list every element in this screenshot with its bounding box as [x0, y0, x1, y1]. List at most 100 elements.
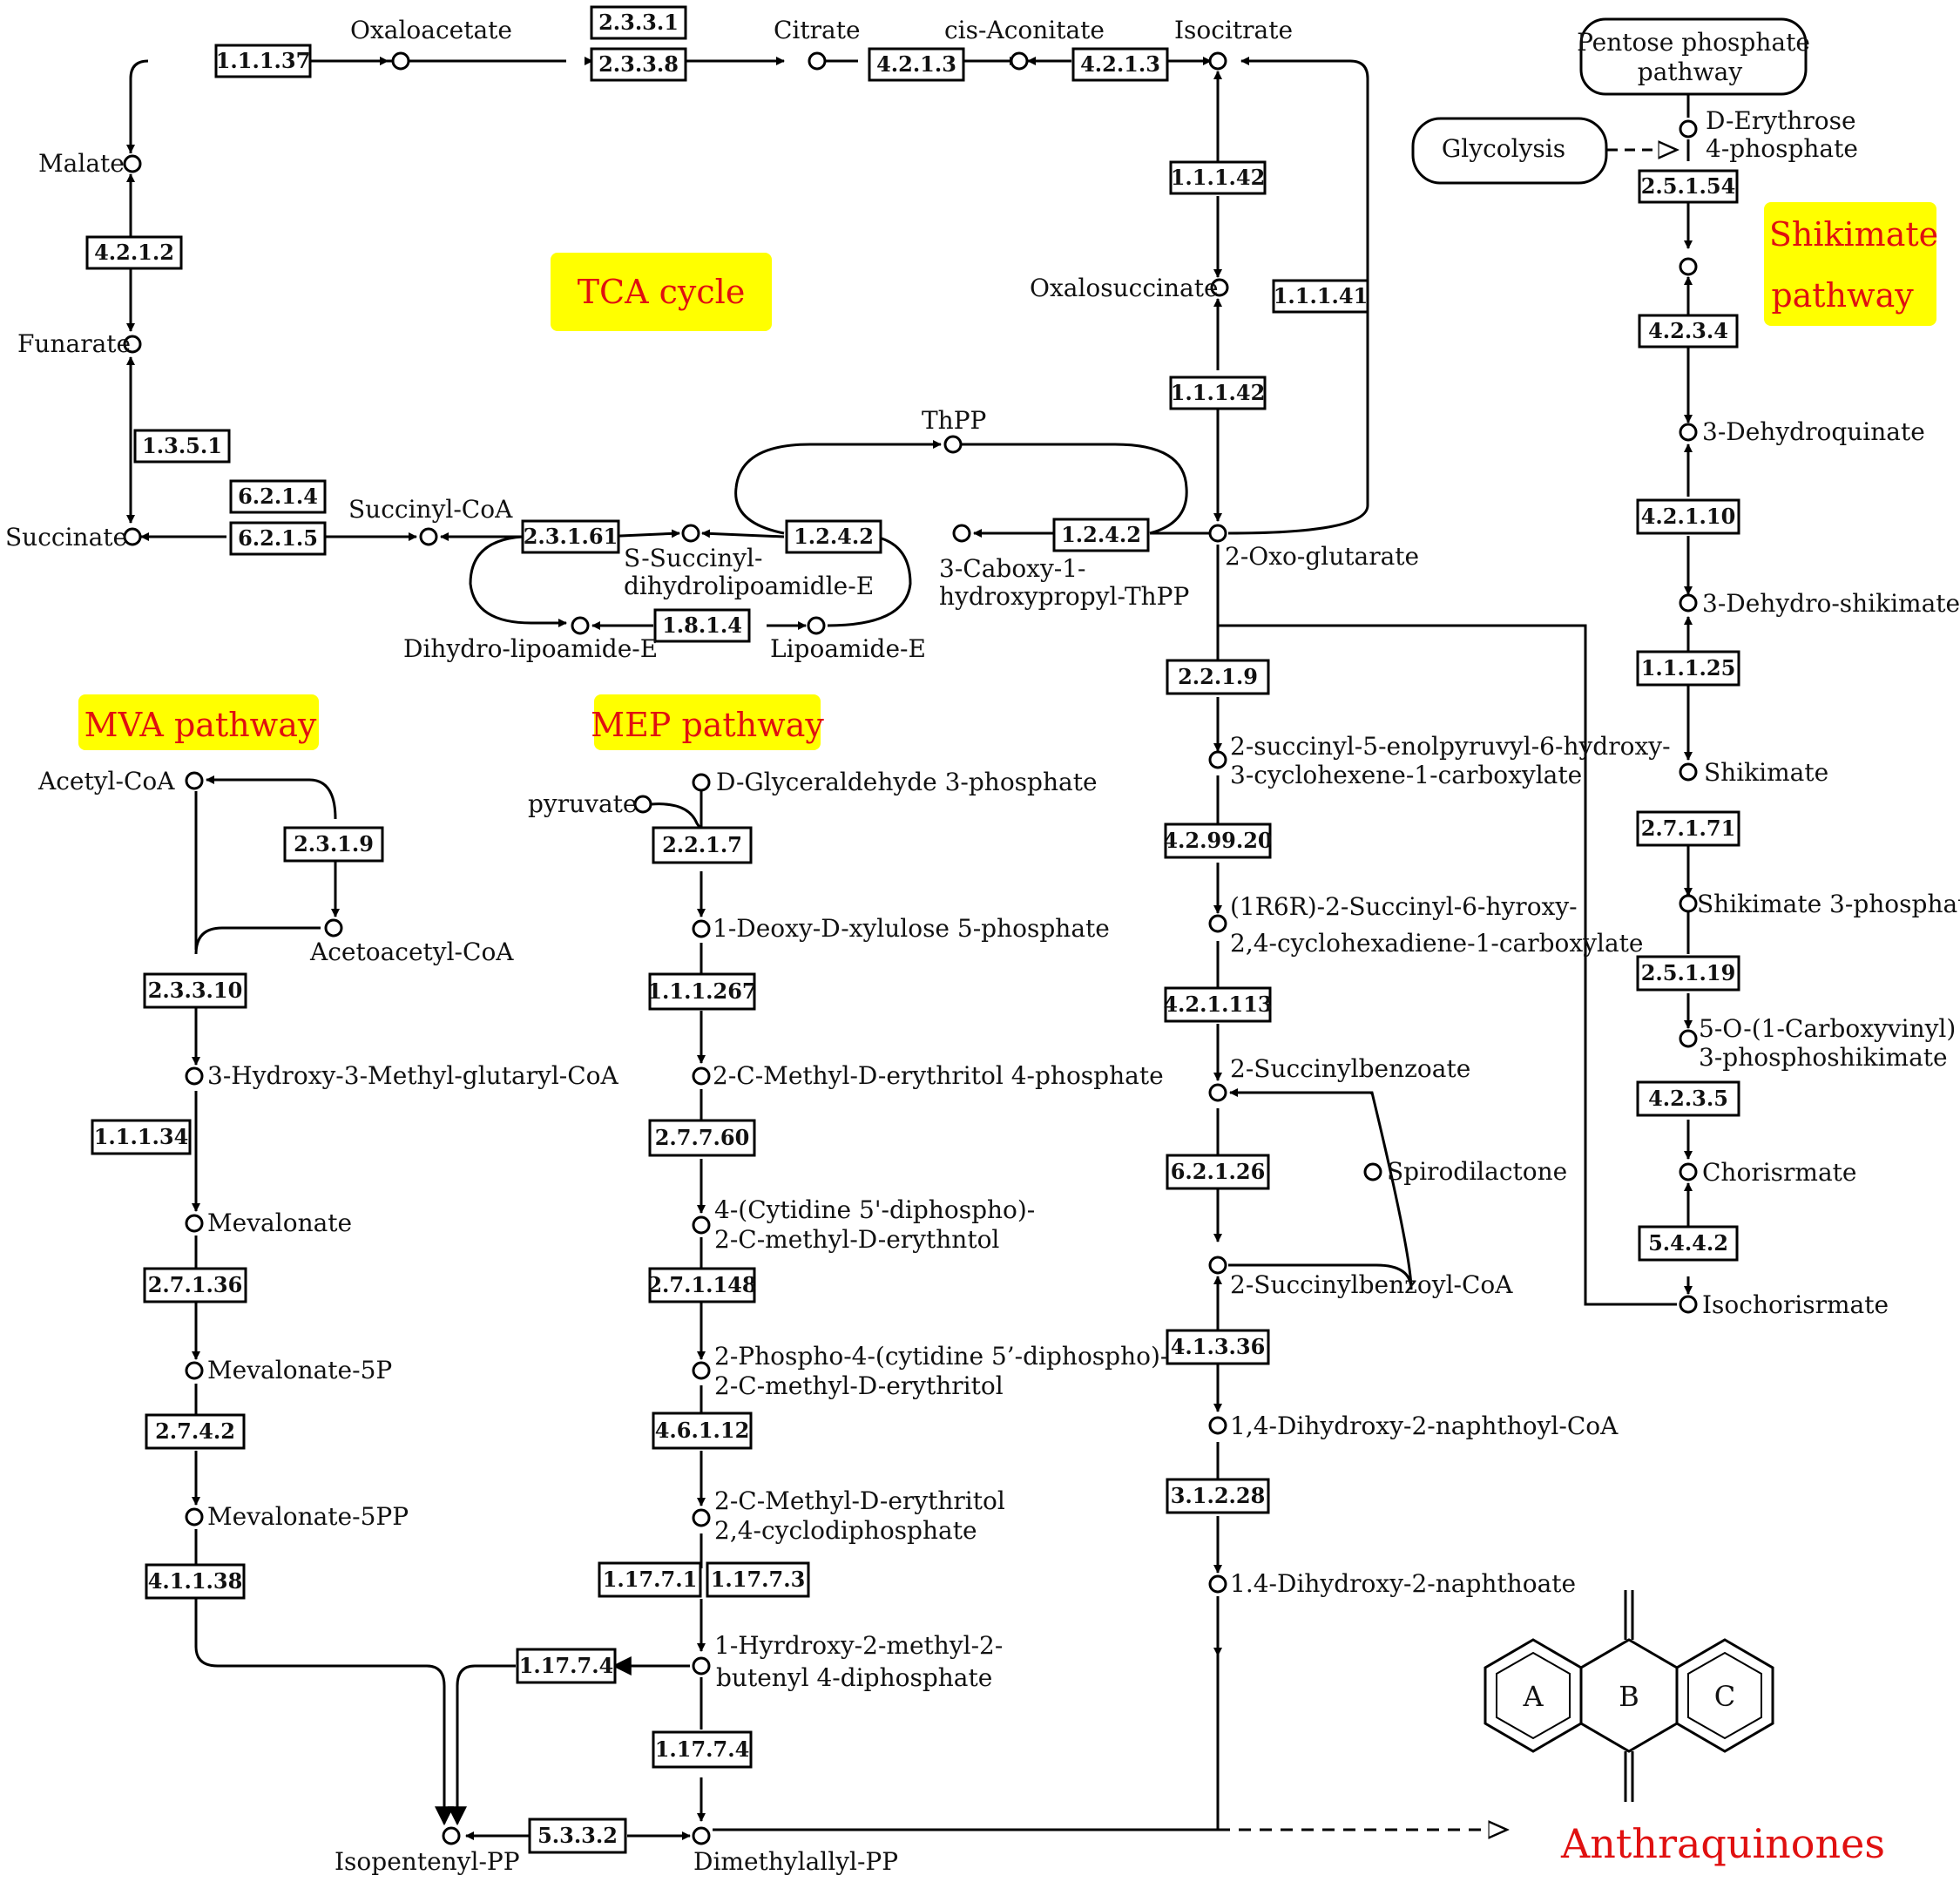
compound-mep[interactable]: 2-C-Methyl-D-erythritol 4-phosphate: [692, 1061, 1164, 1090]
enzyme-1-1-1-37[interactable]: 1.1.1.37: [214, 44, 312, 78]
compound-caboxy-hydroxypropyl-thpp[interactable]: 3-Caboxy-1-hydroxypropyl-ThPP: [939, 524, 1189, 611]
enzyme-4-2-1-2[interactable]: 4.2.1.2: [85, 235, 183, 270]
enzyme-2-3-1-61[interactable]: 2.3.1.61: [521, 519, 620, 554]
compound-succinylbenzoate[interactable]: 2-Succinylbenzoate: [1208, 1054, 1470, 1102]
compound-spirodilactone[interactable]: Spirodilactone: [1363, 1157, 1567, 1186]
enzyme-1-1-1-34[interactable]: 1.1.1.34: [91, 1119, 192, 1155]
compound-chorismate[interactable]: Chorisrmate: [1679, 1158, 1856, 1187]
compound-shchc[interactable]: (1R6R)-2-Succinyl-6-hyroxy-2,4-cyclohexa…: [1208, 892, 1643, 958]
compound-dxp[interactable]: 1-Deoxy-D-xylulose 5-phosphate: [692, 914, 1110, 943]
compound-oxalosuccinate[interactable]: Oxalosuccinate: [1030, 274, 1229, 302]
enzyme-1-17-7-3[interactable]: 1.17.7.3: [706, 1561, 810, 1598]
enzyme-2-2-1-7[interactable]: 2.2.1.7: [652, 826, 753, 864]
enzyme-5-3-3-2[interactable]: 5.3.3.2: [528, 1818, 627, 1854]
compound-thpp[interactable]: ThPP: [922, 406, 986, 454]
compound-dehydroshikimate[interactable]: 3-Dehydro-shikimate: [1679, 589, 1960, 618]
enzyme-2-5-1-54[interactable]: 2.5.1.54: [1638, 169, 1739, 204]
enzyme-2-3-1-9[interactable]: 2.3.1.9: [283, 826, 384, 863]
compound-fumarate[interactable]: Funarate: [17, 329, 142, 358]
enzyme-1-17-7-4-b[interactable]: 1.17.7.4: [652, 1730, 753, 1769]
enzyme-1-17-7-1[interactable]: 1.17.7.1: [598, 1561, 702, 1598]
compound-succinate[interactable]: Succinate: [5, 523, 142, 552]
enzyme-6-2-1-26[interactable]: 6.2.1.26: [1166, 1154, 1270, 1190]
enzyme-1-1-1-267[interactable]: 1.1.1.267: [647, 972, 757, 1011]
enzyme-4-2-3-5[interactable]: 4.2.3.5: [1636, 1080, 1740, 1117]
compound-mevalonate-5p[interactable]: Mevalonate-5P: [185, 1356, 392, 1384]
enzyme-2-3-3-1[interactable]: 2.3.3.1: [590, 5, 687, 40]
enzyme-1-1-1-41[interactable]: 1.1.1.41: [1272, 279, 1369, 314]
compound-lipoamide[interactable]: Lipoamide-E: [770, 616, 926, 663]
enzyme-4-2-99-20[interactable]: 4.2.99.20: [1163, 823, 1273, 859]
compound-succinylbenzoyl-coa[interactable]: 2-Succinylbenzoyl-CoA: [1208, 1256, 1513, 1299]
enzyme-2-3-3-10[interactable]: 2.3.3.10: [143, 972, 247, 1009]
compound-shikimate[interactable]: Shikimate: [1679, 758, 1828, 787]
compound-dehydroquinate[interactable]: 3-Dehydroquinate: [1679, 417, 1925, 446]
enzyme-2-7-7-60[interactable]: 2.7.7.60: [648, 1119, 756, 1157]
enzyme-6-2-1-4[interactable]: 6.2.1.4: [229, 479, 327, 514]
compound-acetyl-coa[interactable]: Acetyl-CoA: [37, 767, 204, 795]
compound-oxoglutarate[interactable]: 2-Oxo-glutarate: [1208, 524, 1419, 571]
compound-cdp-me[interactable]: 4-(Cytidine 5'-diphospho)-2-C-methyl-D-e…: [692, 1195, 1035, 1254]
enzyme-1-2-4-2-a[interactable]: 1.2.4.2: [785, 519, 882, 554]
compound-sephchc[interactable]: 2-succinyl-5-enolpyruvyl-6-hydroxy-3-cyc…: [1208, 732, 1671, 789]
enzyme-2-7-1-71[interactable]: 2.7.1.71: [1636, 810, 1740, 847]
enzyme-4-2-1-113[interactable]: 4.2.1.113: [1163, 986, 1273, 1023]
glycolysis-box[interactable]: Glycolysis: [1411, 117, 1608, 185]
enzyme-2-7-1-36[interactable]: 2.7.1.36: [143, 1267, 247, 1303]
compound-mevalonate-5pp[interactable]: Mevalonate-5PP: [185, 1502, 409, 1531]
compound-dhna-coa[interactable]: 1,4-Dihydroxy-2-naphthoyl-CoA: [1208, 1412, 1619, 1440]
reaction-lines: [126, 57, 1693, 1840]
compound-isocitrate[interactable]: Isocitrate: [1174, 16, 1293, 71]
compound-carboxyvinyl-phosphoshikimate[interactable]: 5-O-(1-Carboxyvinyl)3-phosphoshikimate: [1679, 1014, 1956, 1072]
compound-shikimate-3-phosphate[interactable]: Shikimate 3-phosphate: [1679, 890, 1960, 918]
svg-text:1,4-Dihydroxy-2-naphthoyl-CoA: 1,4-Dihydroxy-2-naphthoyl-CoA: [1230, 1412, 1619, 1440]
enzyme-1-8-1-4[interactable]: 1.8.1.4: [653, 608, 751, 643]
compound-pyruvate[interactable]: pyruvate: [528, 789, 652, 818]
compound-dmapp[interactable]: Dimethylallyl-PP: [692, 1826, 898, 1876]
enzyme-1-1-1-42-a[interactable]: 1.1.1.42: [1169, 160, 1267, 195]
enzyme-4-6-1-12[interactable]: 4.6.1.12: [652, 1412, 753, 1450]
compound-s-succinyl-dihydrolipoamide[interactable]: S-Succinyl-dihydrolipoamidle-E: [624, 524, 874, 600]
compound-dahp[interactable]: [1679, 257, 1698, 276]
compound-acetoacetyl-coa[interactable]: Acetoacetyl-CoA: [309, 918, 514, 966]
enzyme-1-1-1-42-b[interactable]: 1.1.1.42: [1169, 376, 1267, 410]
compound-mevalonate[interactable]: Mevalonate: [185, 1208, 352, 1237]
enzyme-4-1-3-36[interactable]: 4.1.3.36: [1166, 1329, 1270, 1365]
enzyme-2-2-1-9[interactable]: 2.2.1.9: [1166, 659, 1270, 695]
enzyme-2-3-3-8[interactable]: 2.3.3.8: [590, 47, 687, 82]
compound-isochorismate[interactable]: Isochorisrmate: [1679, 1290, 1889, 1319]
enzyme-4-2-1-10[interactable]: 4.2.1.10: [1636, 498, 1740, 535]
enzyme-4-2-1-3-b[interactable]: 4.2.1.3: [1071, 47, 1169, 82]
enzyme-1-2-4-2-b[interactable]: 1.2.4.2: [1052, 518, 1150, 552]
compound-cdp-mep[interactable]: 2-Phospho-4-(cytidine 5’-diphospho)-2-C-…: [692, 1342, 1168, 1400]
enzyme-4-1-1-38[interactable]: 4.1.1.38: [145, 1563, 246, 1600]
compound-dhna[interactable]: 1.4-Dihydroxy-2-naphthoate: [1208, 1569, 1576, 1598]
compound-malate[interactable]: Malate: [38, 149, 142, 178]
enzyme-4-2-3-4[interactable]: 4.2.3.4: [1638, 314, 1739, 349]
svg-text:2-C-methyl-D-erythntol: 2-C-methyl-D-erythntol: [714, 1225, 999, 1254]
enzyme-4-2-1-3-a[interactable]: 4.2.1.3: [868, 47, 965, 82]
compound-ipp[interactable]: Isopentenyl-PP: [335, 1826, 520, 1876]
enzyme-1-1-1-25[interactable]: 1.1.1.25: [1636, 650, 1740, 687]
enzyme-6-2-1-5[interactable]: 6.2.1.5: [229, 521, 327, 556]
compound-citrate[interactable]: Citrate: [774, 16, 861, 71]
compound-cis-aconitate[interactable]: cis-Aconitate: [944, 16, 1105, 71]
compound-hmbpp[interactable]: 1-Hyrdroxy-2-methyl-2-butenyl 4-diphosph…: [692, 1631, 1003, 1692]
enzyme-3-1-2-28[interactable]: 3.1.2.28: [1166, 1478, 1270, 1514]
pentose-phosphate-box[interactable]: Pentose phosphate pathway: [1577, 17, 1810, 96]
enzyme-1-17-7-4-a[interactable]: 1.17.7.4: [516, 1648, 617, 1684]
enzyme-2-7-4-2[interactable]: 2.7.4.2: [145, 1413, 246, 1450]
enzyme-2-5-1-19[interactable]: 2.5.1.19: [1636, 955, 1740, 992]
enzyme-2-7-1-148[interactable]: 2.7.1.148: [647, 1267, 757, 1303]
compound-dihydrolipoamide[interactable]: Dihydro-lipoamide-E: [403, 616, 658, 663]
enzyme-1-3-5-1[interactable]: 1.3.5.1: [133, 429, 231, 464]
compound-mecpp[interactable]: 2-C-Methyl-D-erythritol2,4-cyclodiphosph…: [692, 1486, 1005, 1545]
compound-oxaloacetate[interactable]: Oxaloacetate: [350, 16, 512, 71]
svg-text:1.3.5.1: 1.3.5.1: [142, 433, 222, 458]
svg-text:Mevalonate: Mevalonate: [207, 1208, 352, 1237]
compound-succinyl-coa[interactable]: Succinyl-CoA: [348, 495, 513, 546]
compound-g3p[interactable]: D-Glyceraldehyde 3-phosphate: [692, 768, 1098, 796]
enzyme-5-4-4-2[interactable]: 5.4.4.2: [1638, 1225, 1739, 1262]
compound-hmg-coa[interactable]: 3-Hydroxy-3-Methyl-glutaryl-CoA: [185, 1061, 619, 1090]
